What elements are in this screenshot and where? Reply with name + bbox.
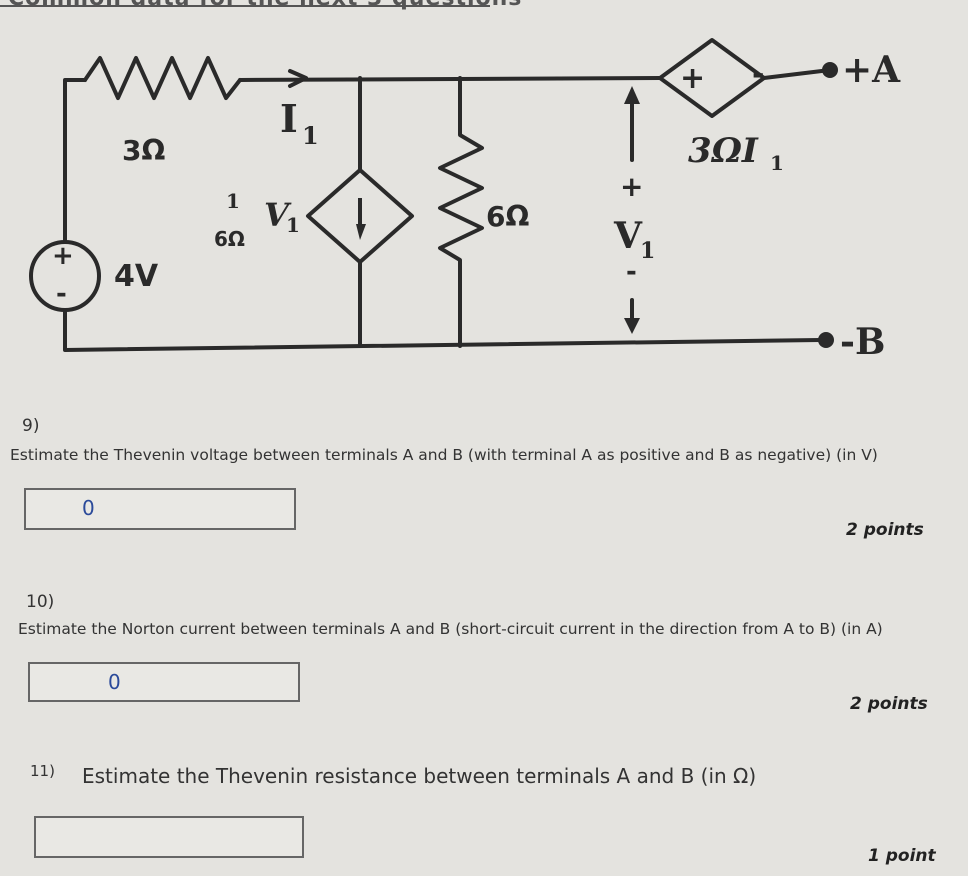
answer-input-q11[interactable]	[34, 816, 304, 858]
question-9-text: Estimate the Thevenin voltage between te…	[10, 446, 878, 464]
circuit-diagram: 3Ω 6Ω I 1 4V + - 1 6Ω V 1 + - 3ΩI 1 + V …	[29, 38, 901, 363]
ccs-frac-num: 1	[226, 189, 240, 213]
vcvs-gain-sub: 1	[770, 151, 784, 175]
voltage-source-4v	[29, 240, 101, 312]
terminal-b-dot[interactable]	[818, 332, 834, 348]
wire-bottom	[63, 308, 822, 352]
v1-arrowhead-up	[624, 86, 640, 104]
source-minus: -	[56, 279, 67, 309]
answer-input-q10[interactable]: 0	[28, 662, 300, 702]
source-voltage-label: 4V	[114, 259, 159, 294]
header-rule	[0, 5, 490, 7]
question-9-number: 9)	[22, 416, 40, 436]
ccs-frac-den: 6Ω	[214, 227, 245, 251]
ccs-var: V	[264, 196, 292, 234]
dependent-voltage-source	[658, 38, 766, 118]
terminal-a-label: +A	[842, 49, 901, 91]
current-arrow-i1	[288, 69, 308, 88]
vcvs-plus: +	[680, 61, 705, 96]
question-11-text: Estimate the Thevenin resistance between…	[82, 764, 757, 788]
terminal-a-dot[interactable]	[822, 62, 838, 78]
points-q10: 2 points	[850, 694, 928, 714]
v1-sub: 1	[640, 238, 655, 264]
wire-top	[238, 76, 662, 82]
resistor-6ohm	[438, 76, 484, 348]
resistor-3ohm	[83, 56, 242, 100]
i1-label: I	[280, 96, 298, 141]
question-10-text: Estimate the Norton current between term…	[18, 620, 883, 638]
wire-left-top	[63, 78, 87, 244]
question-11-number: 11)	[30, 762, 55, 780]
v1-plus: +	[620, 170, 643, 203]
points-q11: 1 point	[868, 846, 936, 866]
wire-to-a	[762, 68, 832, 80]
source-plus: +	[52, 241, 74, 271]
v1-minus: -	[626, 257, 637, 287]
r2-label: 6Ω	[486, 200, 529, 233]
answer-q9-value: 0	[82, 496, 95, 520]
ccs-sub: 1	[286, 213, 300, 237]
vcvs-minus: -	[752, 57, 764, 92]
answer-input-q9[interactable]: 0	[24, 488, 296, 530]
points-q9: 2 points	[846, 520, 924, 540]
i1-sub: 1	[302, 121, 319, 150]
vcvs-gain: 3ΩI	[688, 131, 759, 171]
dependent-current-source	[306, 168, 414, 264]
question-10-number: 10)	[26, 592, 55, 612]
answer-q10-value: 0	[108, 670, 121, 694]
terminal-b-label: -B	[840, 321, 885, 363]
v1-arrowhead-down	[624, 318, 640, 334]
r1-label: 3Ω	[122, 134, 165, 167]
v1-var: V	[613, 215, 643, 257]
